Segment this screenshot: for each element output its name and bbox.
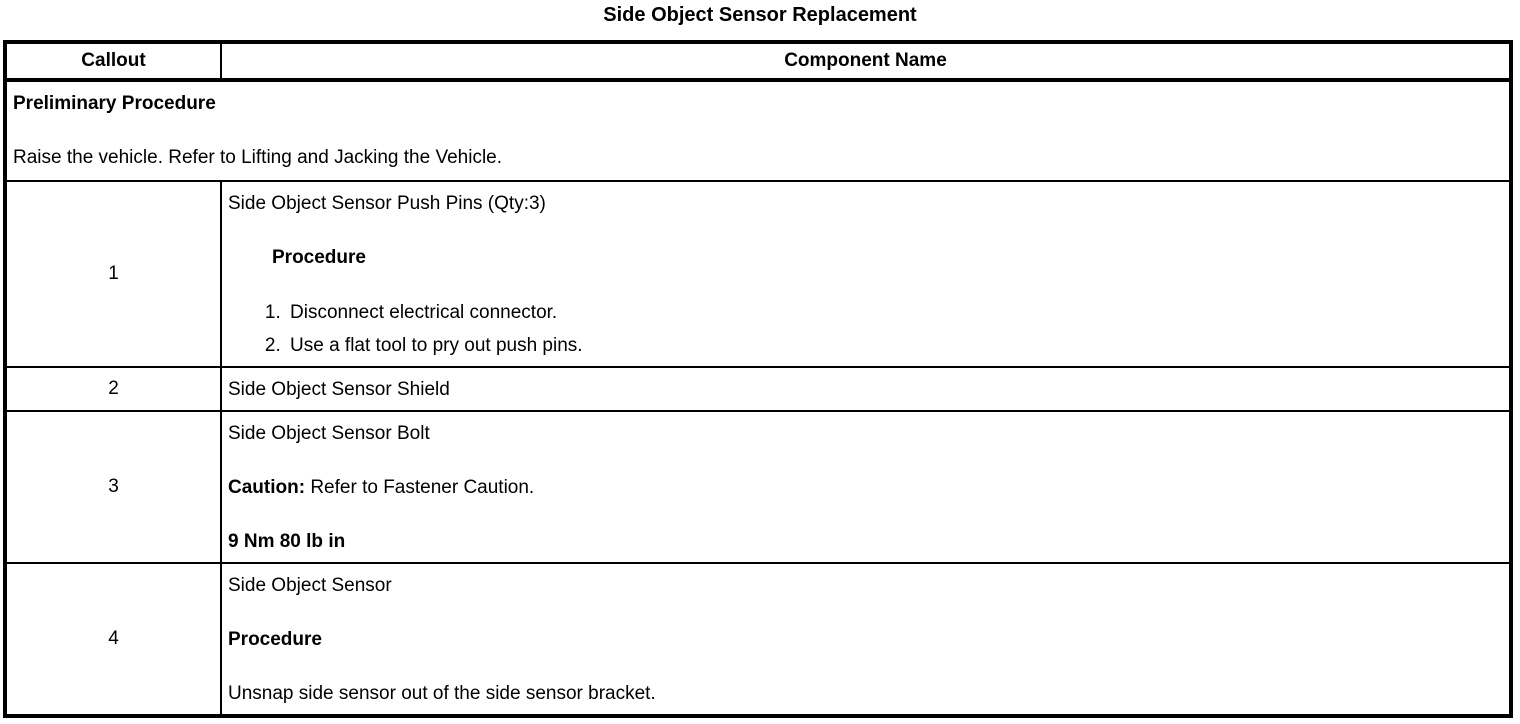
procedure-step: Disconnect electrical connector. bbox=[286, 296, 1501, 329]
callout-number: 2 bbox=[4, 366, 222, 412]
component-name: Side Object Sensor bbox=[228, 575, 392, 596]
procedure-text: Unsnap side sensor out of the side senso… bbox=[228, 683, 656, 704]
procedure-step-list: Disconnect electrical connector. Use a f… bbox=[228, 296, 1501, 362]
callout-number: 4 bbox=[4, 562, 222, 717]
callout-number: 3 bbox=[4, 410, 222, 564]
page-title: Side Object Sensor Replacement bbox=[603, 4, 917, 26]
component-name: Side Object Sensor Push Pins (Qty:3) bbox=[228, 193, 546, 214]
procedure-heading: Procedure bbox=[272, 247, 366, 268]
table-row: 3 Side Object Sensor Bolt Caution: Refer… bbox=[4, 410, 1512, 564]
table-row: 1 Side Object Sensor Push Pins (Qty:3) P… bbox=[4, 180, 1512, 368]
component-name: Side Object Sensor Bolt bbox=[228, 423, 430, 444]
component-cell: Side Object Sensor Procedure Unsnap side… bbox=[220, 562, 1512, 717]
table-row: 2 Side Object Sensor Shield bbox=[4, 366, 1512, 412]
component-cell: Side Object Sensor Bolt Caution: Refer t… bbox=[220, 410, 1512, 564]
component-name: Side Object Sensor Shield bbox=[228, 379, 450, 400]
caution-label: Caution: bbox=[228, 477, 306, 498]
preliminary-procedure-heading: Preliminary Procedure bbox=[13, 93, 216, 114]
column-header-callout: Callout bbox=[4, 41, 222, 82]
preliminary-procedure-row: Preliminary Procedure Raise the vehicle.… bbox=[4, 79, 1512, 182]
preliminary-procedure-cell: Preliminary Procedure Raise the vehicle.… bbox=[4, 79, 1512, 182]
torque-spec: 9 Nm 80 lb in bbox=[228, 531, 346, 552]
procedure-heading: Procedure bbox=[228, 629, 322, 650]
preliminary-procedure-text: Raise the vehicle. Refer to Lifting and … bbox=[13, 147, 503, 168]
table-header-row: Callout Component Name bbox=[4, 41, 1512, 82]
column-header-component-name: Component Name bbox=[220, 41, 1512, 82]
caution-note: Caution: Refer to Fastener Caution. bbox=[228, 472, 1501, 504]
procedure-step: Use a flat tool to pry out push pins. bbox=[286, 329, 1501, 362]
table-row: 4 Side Object Sensor Procedure Unsnap si… bbox=[4, 562, 1512, 717]
component-table: Callout Component Name Preliminary Proce… bbox=[3, 40, 1513, 718]
component-cell: Side Object Sensor Shield bbox=[220, 366, 1512, 412]
component-cell: Side Object Sensor Push Pins (Qty:3) Pro… bbox=[220, 180, 1512, 368]
callout-number: 1 bbox=[4, 180, 222, 368]
caution-text: Refer to Fastener Caution. bbox=[305, 477, 535, 498]
